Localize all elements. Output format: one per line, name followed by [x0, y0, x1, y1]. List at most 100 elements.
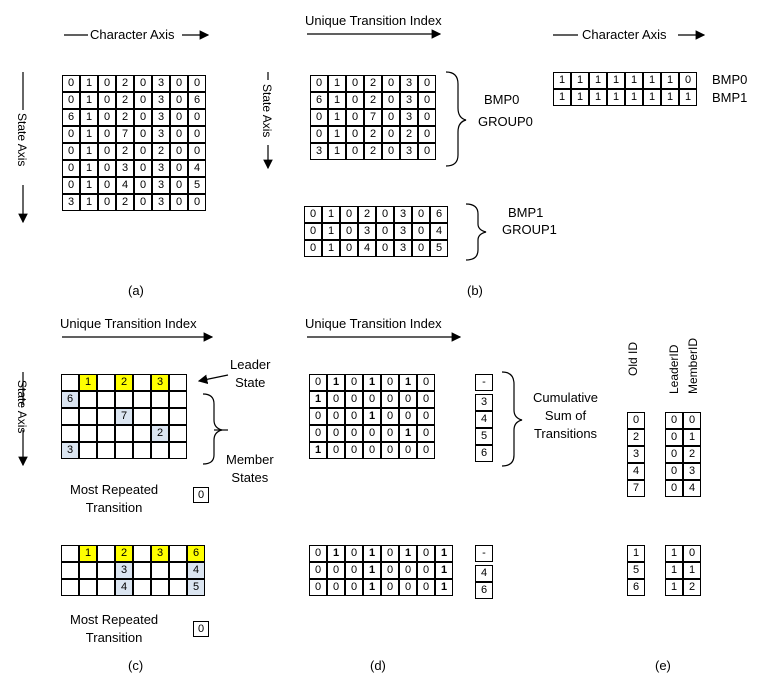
grid-cell: 0 [98, 177, 116, 194]
grid-cell: 1 [328, 109, 346, 126]
state-axis-label-c: State Axis [15, 380, 29, 434]
grid-cell: 2 [116, 92, 134, 109]
member-id-cell: 0 [683, 412, 701, 429]
grid-cell: 5 [430, 240, 448, 257]
grid-cell [79, 408, 97, 425]
leader-id-cell: 1 [665, 562, 683, 579]
grid-cell: 0 [417, 374, 435, 391]
grid-cell: 0 [381, 374, 399, 391]
grid-cell: 0 [346, 109, 364, 126]
old-id-cell: 3 [627, 446, 645, 463]
grid-cell: 0 [309, 545, 327, 562]
grid-cell [151, 408, 169, 425]
most-repeated-box-c1: 0 [193, 487, 209, 503]
grid-cell: 0 [340, 240, 358, 257]
caption-a: (a) [128, 283, 144, 298]
grid-cell: 0 [363, 391, 381, 408]
cumsum-cell: - [475, 374, 493, 391]
grid-cell: 2 [116, 143, 134, 160]
grid-cell: 0 [417, 579, 435, 596]
state-axis-label: State Axis [15, 113, 29, 167]
state-axis-label-b: State Axis [260, 84, 274, 138]
grid-cell: 4 [187, 562, 205, 579]
grid-cell: 0 [309, 579, 327, 596]
grid-cell: 0 [98, 126, 116, 143]
grid-cell [97, 442, 115, 459]
grid-cell: 0 [346, 143, 364, 160]
grid-cell: 0 [310, 109, 328, 126]
grid-cell: 0 [382, 143, 400, 160]
grid-cell [169, 391, 187, 408]
leader-id-label: LeaderID [667, 344, 681, 394]
grid-cell: 0 [188, 143, 206, 160]
grid-cell: 1 [80, 143, 98, 160]
grid-cell [115, 442, 133, 459]
old-id-cell: 5 [627, 562, 645, 579]
grid-cell: 6 [187, 545, 205, 562]
grid-cell: 0 [418, 109, 436, 126]
grid-cell: 1 [571, 72, 589, 89]
grid-cell: 0 [340, 206, 358, 223]
grid-cell: 3 [61, 442, 79, 459]
member-id-cell: 4 [683, 480, 701, 497]
grid-cell [115, 425, 133, 442]
old-id-cell: 7 [627, 480, 645, 497]
grid-cell: 3 [394, 223, 412, 240]
bmp1-label: BMP1 [508, 205, 544, 220]
grid-cell: 0 [376, 206, 394, 223]
grid-cell: 0 [382, 126, 400, 143]
leader-arrow [197, 374, 229, 384]
grid-cell [151, 562, 169, 579]
grid-cell [61, 425, 79, 442]
grid-cell: 0 [170, 92, 188, 109]
grid-cell: 1 [309, 391, 327, 408]
grid-cell [61, 545, 79, 562]
grid-cell [61, 408, 79, 425]
grid-cell: 3 [358, 223, 376, 240]
grid-cell: 0 [98, 75, 116, 92]
grid-cell [151, 442, 169, 459]
grid-cell: 1 [322, 206, 340, 223]
grid-cell: 0 [62, 126, 80, 143]
leader-id-cell: 0 [665, 412, 683, 429]
grid-cell: 0 [381, 408, 399, 425]
grid-cell: 0 [345, 545, 363, 562]
grid-cell: 1 [661, 89, 679, 106]
grid-cell: 0 [345, 408, 363, 425]
cumsum-cell: 4 [475, 411, 493, 428]
bmp0-label: BMP0 [484, 92, 520, 107]
grid-cell: 0 [363, 442, 381, 459]
grid-cell: 3 [394, 240, 412, 257]
grid-cell: 0 [62, 92, 80, 109]
grid-cell: 0 [304, 223, 322, 240]
grid-cell: 4 [358, 240, 376, 257]
grid-cell: 3 [152, 126, 170, 143]
grid-cell: 0 [679, 72, 697, 89]
member-id-cell: 0 [683, 545, 701, 562]
grid-cell: 1 [327, 545, 345, 562]
grid-cell: 1 [435, 545, 453, 562]
grid-cell: 1 [322, 223, 340, 240]
grid-cell: 0 [188, 75, 206, 92]
grid-cell: 0 [412, 206, 430, 223]
grid-cell: 6 [188, 92, 206, 109]
caption-c: (c) [128, 658, 144, 673]
grid-cell: 0 [345, 425, 363, 442]
grid-cell: 0 [170, 143, 188, 160]
bmp0-row-label: BMP0 [712, 72, 748, 87]
grid-cell: 0 [399, 442, 417, 459]
grid-cell: 1 [80, 194, 98, 211]
grid-cell: 2 [400, 126, 418, 143]
cumsum-cell: - [475, 545, 493, 562]
grid-cell [133, 442, 151, 459]
character-axis-label: Character Axis [90, 27, 175, 42]
grid-cell: 2 [152, 143, 170, 160]
grid-cell: 3 [400, 143, 418, 160]
unique-transition-index-label-d: Unique Transition Index [305, 316, 442, 331]
grid-cell: 0 [346, 126, 364, 143]
grid-cell: 0 [309, 562, 327, 579]
grid-cell: 0 [98, 92, 116, 109]
most-repeated-label-c1: Most Repeated Transition [70, 482, 159, 515]
grid-cell: 3 [151, 545, 169, 562]
